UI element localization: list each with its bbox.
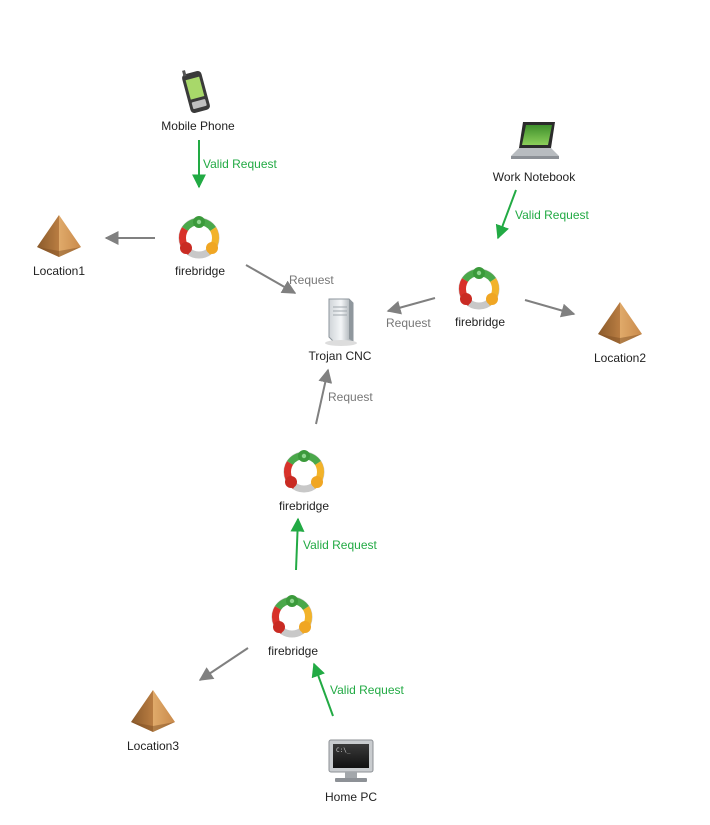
edge-notebook-to-firebridge2 <box>495 189 517 240</box>
node-trojan-cnc[interactable]: Trojan CNC <box>309 298 372 363</box>
edge-firebridge4-to-location3 <box>198 647 249 681</box>
node-label-location1: Location1 <box>33 264 85 278</box>
laptop-icon <box>511 122 559 159</box>
edge-firebridge2-to-location2 <box>524 299 576 318</box>
node-label-firebridge-3: firebridge <box>279 499 329 513</box>
mobile-phone-icon <box>182 70 210 114</box>
node-firebridge-3[interactable]: firebridge <box>279 450 329 513</box>
firebridge-ring-icon <box>180 216 218 255</box>
edge-homepc-to-firebridge4 <box>311 662 334 717</box>
node-location1[interactable]: Location1 <box>33 215 85 278</box>
node-label-firebridge-2: firebridge <box>455 315 505 329</box>
edge-label-firebridge3-to-trojan-cnc: Request <box>328 390 373 404</box>
monitor-icon: C:\_ <box>328 739 374 782</box>
firebridge-ring-icon <box>273 595 311 634</box>
node-mobile-phone[interactable]: Mobile Phone <box>161 66 235 133</box>
node-label-trojan-cnc: Trojan CNC <box>309 349 372 363</box>
svg-text:C:\_: C:\_ <box>336 747 351 754</box>
node-firebridge-1[interactable]: firebridge <box>175 216 225 278</box>
node-location2[interactable]: Location2 <box>594 302 646 365</box>
edge-label-notebook-to-firebridge2: Valid Request <box>515 208 589 222</box>
pyramid-icon <box>37 215 81 257</box>
node-label-work-notebook: Work Notebook <box>493 170 576 184</box>
edge-label-firebridge4-to-firebridge3: Valid Request <box>303 538 377 552</box>
server-tower-icon <box>325 298 357 346</box>
node-label-home-pc: Home PC <box>325 790 377 804</box>
edge-label-firebridge1-to-trojan-cnc: Request <box>289 273 334 287</box>
node-label-location3: Location3 <box>127 739 179 753</box>
edge-firebridge3-to-trojan-cnc <box>315 368 333 425</box>
node-label-firebridge-1: firebridge <box>175 264 225 278</box>
node-location3[interactable]: Location3 <box>127 690 179 753</box>
node-firebridge-2[interactable]: firebridge <box>455 267 505 329</box>
edge-label-mobile-to-firebridge1: Valid Request <box>203 157 277 171</box>
pyramid-icon <box>598 302 642 344</box>
node-label-firebridge-4: firebridge <box>268 644 318 658</box>
firebridge-ring-icon <box>460 267 498 306</box>
edge-label-homepc-to-firebridge4: Valid Request <box>330 683 404 697</box>
edge-firebridge4-to-firebridge3 <box>290 517 305 571</box>
node-work-notebook[interactable]: Work Notebook <box>493 122 576 184</box>
firebridge-ring-icon <box>285 450 323 489</box>
node-firebridge-4[interactable]: firebridge <box>268 595 318 658</box>
edge-firebridge2-to-trojan-cnc <box>386 297 436 315</box>
node-label-location2: Location2 <box>594 351 646 365</box>
edge-firebridge1-to-trojan-cnc <box>245 264 297 294</box>
node-home-pc[interactable]: C:\_ Home PC <box>325 739 377 804</box>
pyramid-icon <box>131 690 175 732</box>
node-label-mobile-phone: Mobile Phone <box>161 119 235 133</box>
edge-label-firebridge2-to-trojan-cnc: Request <box>386 316 431 330</box>
